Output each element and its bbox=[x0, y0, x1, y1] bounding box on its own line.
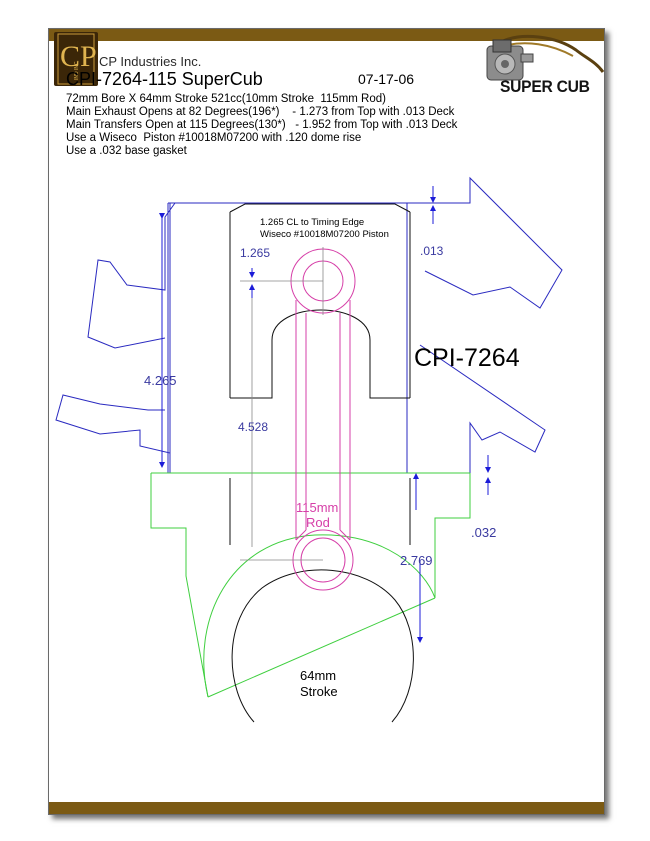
stroke-length-label: 64mm bbox=[300, 668, 337, 683]
engine-illustration bbox=[486, 34, 605, 81]
piston-note-line-2: Wiseco #10018M07200 Piston bbox=[260, 229, 389, 240]
company-logo: CP IND INC bbox=[54, 32, 98, 86]
cylinder-outline bbox=[55, 176, 563, 474]
spec-line: Use a .032 base gasket bbox=[66, 145, 187, 157]
bottom-border-band bbox=[49, 802, 604, 814]
spec-line: Main Transfers Open at 115 Degrees(130*)… bbox=[66, 119, 458, 131]
spec-line: Use a Wiseco Piston #10018M07200 with .1… bbox=[66, 132, 362, 144]
dim-4528-label: 4.528 bbox=[238, 420, 269, 434]
supercub-label: SUPER CUB bbox=[500, 77, 590, 96]
crank-circle bbox=[231, 569, 414, 723]
part-number-label: CPI-7264 bbox=[414, 344, 520, 372]
piston-note-line-1: 1.265 CL to Timing Edge bbox=[260, 217, 365, 228]
spec-line: Main Exhaust Opens at 82 Degrees(196*) -… bbox=[66, 106, 455, 118]
rod-word-label: Rod bbox=[306, 515, 330, 530]
dim-013-label: .013 bbox=[420, 244, 444, 258]
dim-1265-label: 1.265 bbox=[240, 246, 271, 260]
drawing-date: 07-17-06 bbox=[358, 71, 415, 87]
piston bbox=[229, 203, 411, 545]
supercub-badge bbox=[481, 32, 606, 100]
drawing-title: CPI-7264-115 SuperCub bbox=[66, 69, 263, 89]
center-lines bbox=[240, 247, 324, 561]
dimension-lines bbox=[159, 186, 491, 643]
stroke-word-label: Stroke bbox=[300, 684, 338, 699]
rod-length-label: 115mm bbox=[296, 500, 339, 515]
dim-032-label: .032 bbox=[471, 525, 497, 540]
drawing-sheet: CP IND INC CP Industries Inc. SUPER CUB bbox=[48, 28, 605, 815]
logo-small: IND INC bbox=[74, 61, 80, 80]
company-name: CP Industries Inc. bbox=[99, 54, 202, 69]
dim-4265-label: 4.265 bbox=[144, 373, 177, 388]
logo-letters: CP bbox=[60, 40, 97, 73]
spec-line: 72mm Bore X 64mm Stroke 521cc(10mm Strok… bbox=[66, 93, 386, 105]
top-border-band bbox=[49, 29, 604, 41]
dim-2769-label: 2.769 bbox=[400, 553, 433, 568]
